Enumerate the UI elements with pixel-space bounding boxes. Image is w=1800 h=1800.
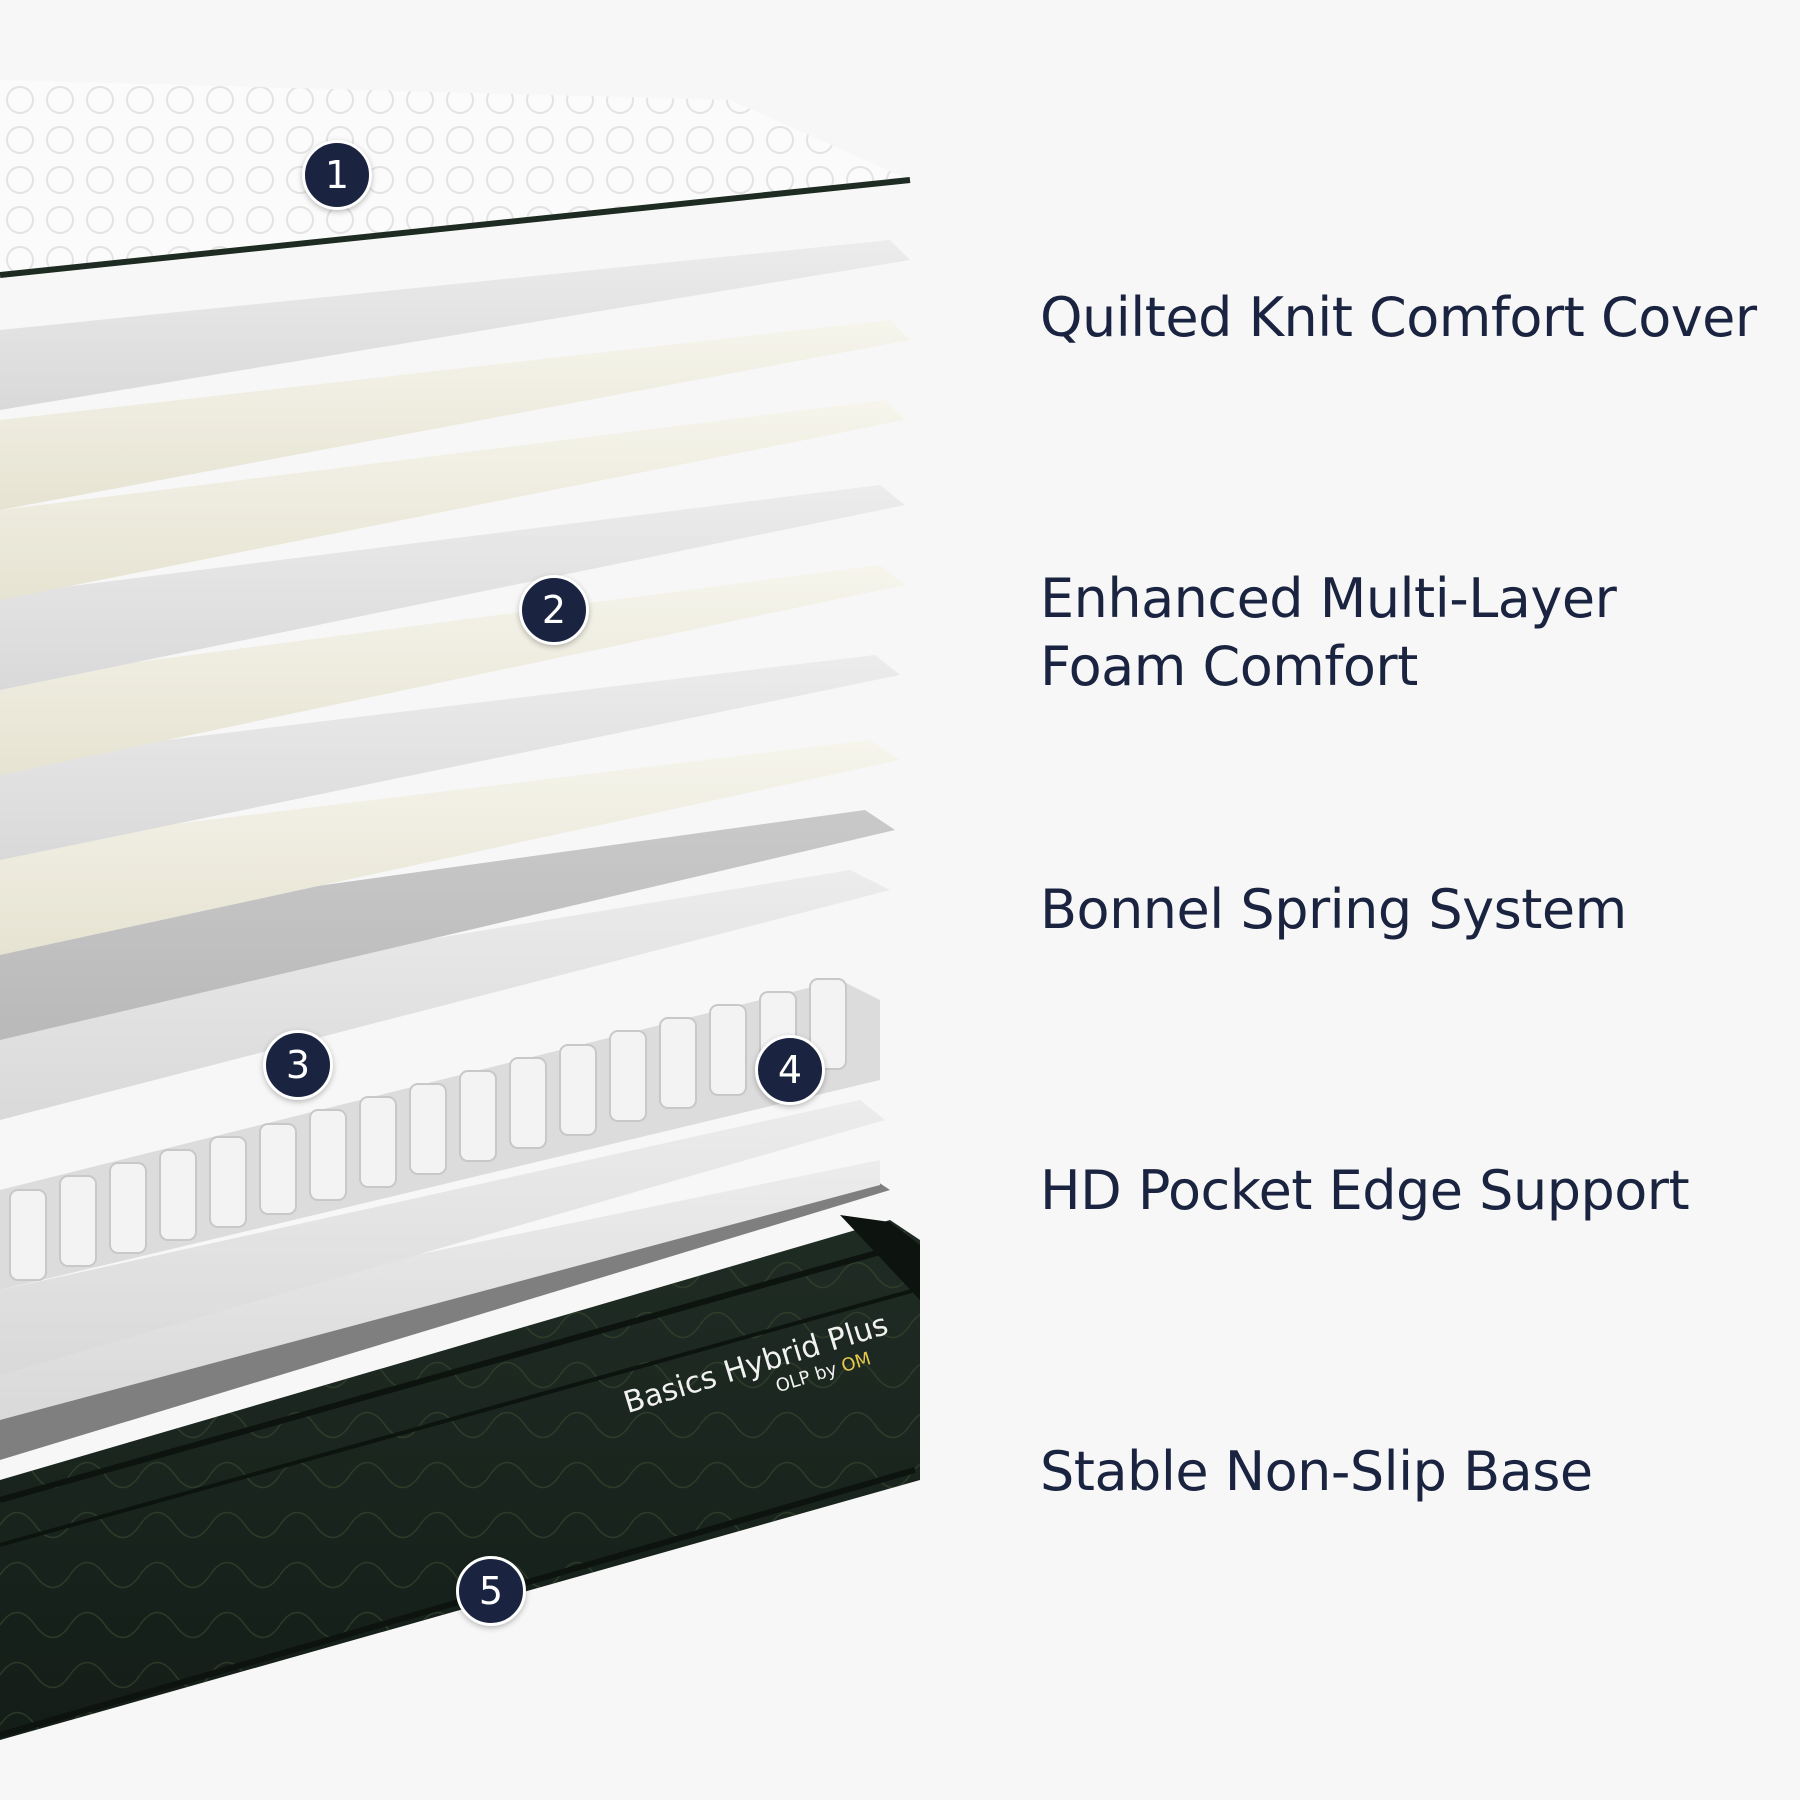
layer-marker-2: 2	[519, 575, 589, 645]
feature-non-slip-base: Stable Non-Slip Base	[1040, 1440, 1593, 1503]
layer-gray-3	[0, 655, 900, 860]
feature-pocket-edge: HD Pocket Edge Support	[1040, 1159, 1690, 1222]
layer-gray-bottom	[0, 1160, 880, 1420]
spring-coils	[0, 978, 880, 1290]
layer-cream-2	[0, 400, 905, 600]
layer-gray-4	[0, 485, 905, 690]
layer-marker-3: 3	[263, 1030, 333, 1100]
feature-bonnel-spring: Bonnel Spring System	[1040, 878, 1627, 941]
layer-cream-1	[0, 320, 910, 510]
layer-cream-3	[0, 565, 905, 775]
layer-marker-1: 1	[302, 140, 372, 210]
layer-cream-4	[0, 740, 900, 955]
layer-gray-top	[0, 240, 910, 410]
quilted-cover	[0, 80, 911, 278]
layer-marker-4: 4	[755, 1035, 825, 1105]
layer-marker-5: 5	[456, 1556, 526, 1626]
feature-foam-comfort: Enhanced Multi-Layer Foam Comfort	[1040, 567, 1617, 698]
layer-gray-dark-bottom	[0, 1170, 890, 1460]
layer-gray-1	[0, 1100, 885, 1375]
layer-gray-dark	[0, 810, 895, 1040]
layer-gray-2	[0, 870, 890, 1120]
feature-quilted-cover: Quilted Knit Comfort Cover	[1040, 286, 1757, 349]
